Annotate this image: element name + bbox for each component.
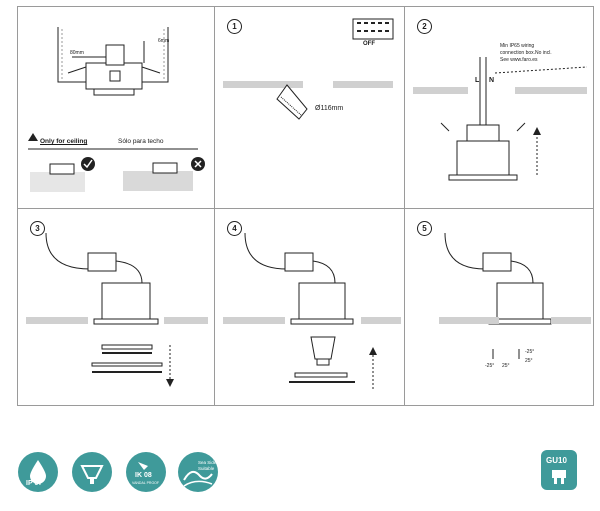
wiring-line: Min IP65 wiring — [500, 43, 535, 49]
tilt-label: 25° — [502, 363, 510, 369]
tilt-diagram — [439, 232, 591, 359]
panel-dimensions: 6mm 80mm Only for ceiling Sólo para tech… — [18, 7, 214, 208]
dim-side: 80mm — [70, 50, 84, 56]
ceiling-only-diagram — [28, 133, 205, 192]
wiring-note: Min IP65 wiring connection box.No incl. … — [500, 43, 552, 64]
insert-diagram — [26, 232, 208, 387]
only-for-ceiling-label: Only for ceiling — [40, 138, 88, 145]
bulb-base-icon — [552, 470, 566, 484]
lamp-diagram — [223, 232, 401, 389]
ip-label: IP 67 — [26, 480, 43, 487]
sea-label: Sea Side — [198, 460, 217, 465]
panel-step-2: 2 Min IP65 wiring connection box.No incl… — [405, 7, 594, 208]
step-number: 4 — [227, 221, 242, 236]
ceiling-angle-icon — [72, 452, 112, 492]
solo-techo-label: Sólo para techo — [118, 138, 164, 145]
sea-sub-label: Suitable — [198, 466, 215, 471]
divider — [404, 7, 405, 405]
step-number: 5 — [417, 221, 432, 236]
sea-side-icon: Sea Side Suitable — [178, 452, 218, 492]
tilt-label: 25° — [525, 358, 533, 364]
cut-hole-diagram — [223, 18, 394, 120]
step-number: 3 — [30, 221, 45, 236]
panel-step-5: 5 -25° 25° -25° 25° — [405, 209, 594, 407]
diameter-label: Ø116mm — [315, 105, 344, 112]
neutral-label: N — [489, 77, 495, 84]
divider — [18, 208, 593, 209]
step-number: 1 — [227, 19, 242, 34]
wiring-diagram — [413, 57, 588, 181]
panel-step-1: 1 OFF Ø116mm — [215, 7, 404, 208]
cutout-diagram — [57, 27, 169, 96]
live-label: L — [475, 77, 480, 84]
ik08-icon: IK 08 VANDAL PROOF — [126, 452, 166, 492]
instruction-grid: 6mm 80mm Only for ceiling Sólo para tech… — [17, 6, 594, 406]
off-label: OFF — [363, 41, 375, 47]
panel-step-3: 3 — [18, 209, 214, 407]
wiring-line: See www.faro.es — [500, 57, 538, 63]
dim-top: 6mm — [158, 38, 170, 44]
ip67-icon: IP 67 — [18, 452, 58, 492]
ik-sub-label: VANDAL PROOF — [132, 481, 160, 485]
ik-label: IK 08 — [135, 472, 152, 479]
gu10-badge: GU10 — [541, 450, 577, 490]
step-number: 2 — [417, 19, 432, 34]
divider — [214, 7, 215, 405]
tilt-label: -25° — [485, 363, 495, 369]
gu-label: GU10 — [546, 456, 567, 465]
panel-step-4: 4 — [215, 209, 404, 407]
tilt-label: -25° — [525, 349, 535, 355]
wiring-line: connection box.No incl. — [500, 50, 552, 56]
